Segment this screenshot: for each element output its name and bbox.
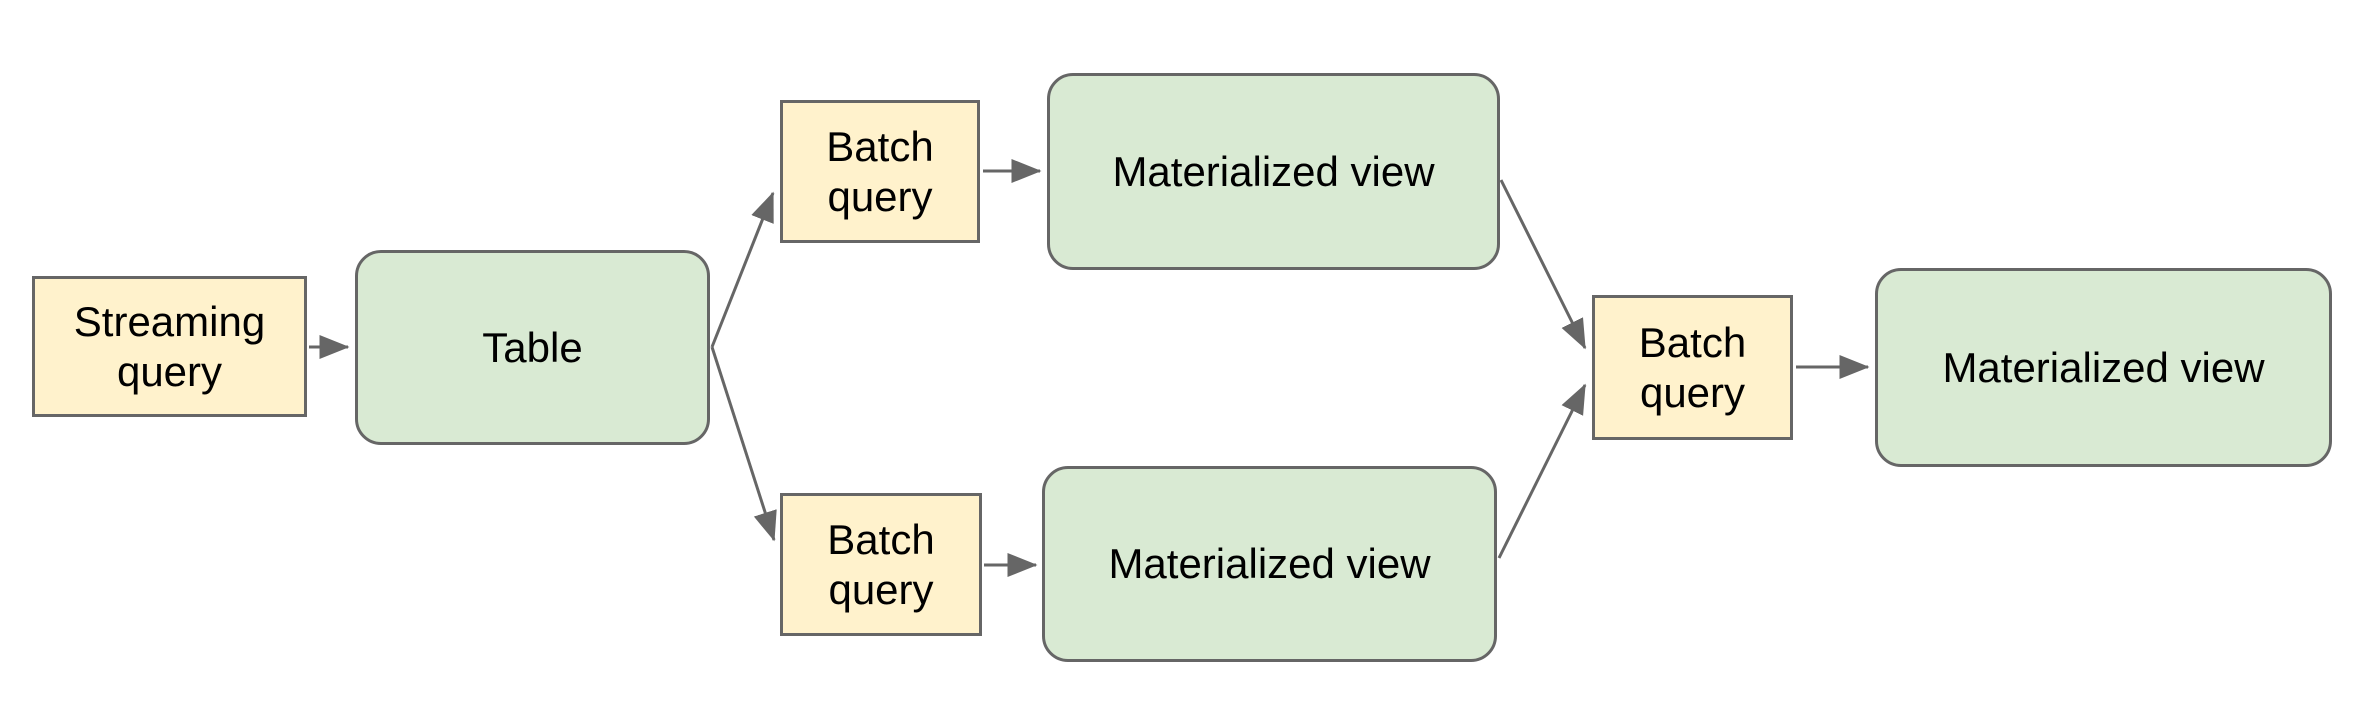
node-materialized-view-top: Materialized view (1047, 73, 1500, 270)
node-batch-query-bottom: Batch query (780, 493, 982, 636)
node-batch-query-top: Batch query (780, 100, 980, 243)
node-materialized-view-final: Materialized view (1875, 268, 2332, 467)
node-batch-query-merge: Batch query (1592, 295, 1793, 440)
node-streaming-query-label: Streaming query (73, 297, 266, 395)
node-batch-query-top-label: Batch query (826, 122, 934, 220)
node-table: Table (355, 250, 710, 445)
node-materialized-view-bottom: Materialized view (1042, 466, 1497, 662)
edge-table-to-batch-query-top (710, 191, 775, 348)
node-table-label: Table (482, 323, 583, 371)
node-streaming-query: Streaming query (32, 276, 307, 417)
edge-table-to-batch-query-bottom (710, 346, 777, 542)
edge-materialized-view-top-to-batch-query-merge (1499, 179, 1587, 350)
edge-materialized-view-bottom-to-batch-query-merge (1497, 383, 1587, 559)
node-batch-query-bottom-label: Batch query (827, 515, 935, 613)
node-batch-query-merge-label: Batch query (1638, 318, 1747, 416)
node-materialized-view-top-label: Materialized view (1112, 147, 1435, 195)
node-materialized-view-final-label: Materialized view (1942, 343, 2265, 391)
node-materialized-view-bottom-label: Materialized view (1108, 540, 1431, 588)
